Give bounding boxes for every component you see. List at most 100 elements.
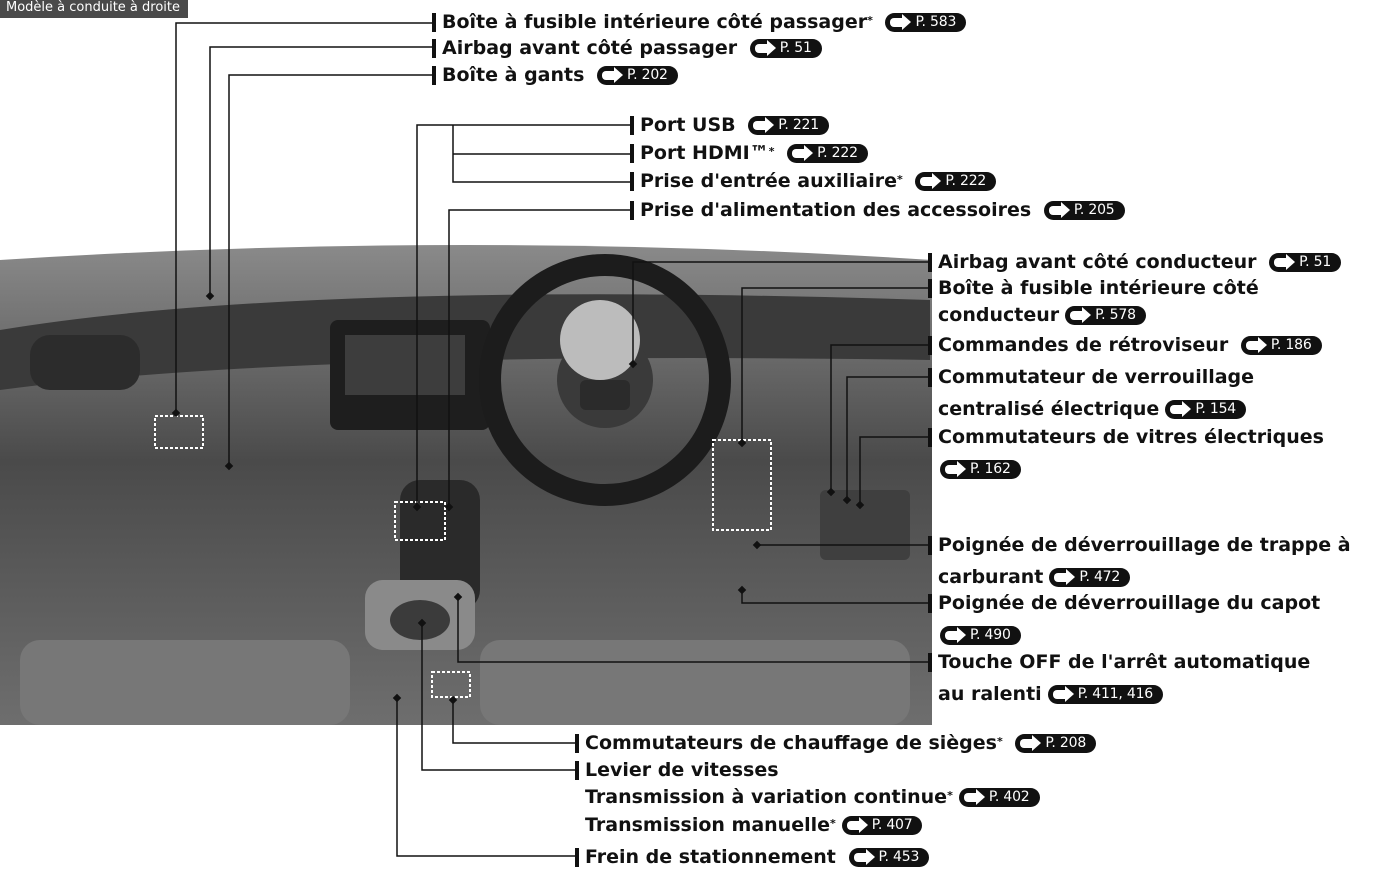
asterisk: * bbox=[830, 817, 836, 830]
page-ref-link[interactable]: P. 186 bbox=[1240, 336, 1322, 355]
page-ref-link[interactable]: P. 208 bbox=[1015, 734, 1097, 753]
page-ref-text: P. 578 bbox=[1095, 307, 1136, 323]
model-tag: Modèle à conduite à droite bbox=[0, 0, 189, 18]
label-text: Levier de vitesses bbox=[585, 759, 779, 781]
page-ref-text: P. 402 bbox=[988, 789, 1030, 805]
arrow-right-icon bbox=[1020, 735, 1042, 751]
label-accessory: Prise d'alimentation des accessoires P. … bbox=[630, 199, 1125, 222]
asterisk: * bbox=[867, 14, 873, 27]
page-ref-text: P. 222 bbox=[945, 173, 987, 189]
label-text-line2: centralisé électrique P. 154 bbox=[938, 398, 1246, 421]
page-ref-link[interactable]: P. 222 bbox=[915, 172, 997, 191]
arrow-right-icon bbox=[890, 14, 912, 30]
page-ref-text: P. 186 bbox=[1270, 337, 1312, 353]
label-text: Commutateur de verrouillage bbox=[938, 366, 1255, 388]
page-ref-text: P. 411, 416 bbox=[1077, 686, 1154, 702]
page-ref-link[interactable]: P. 51 bbox=[1269, 253, 1342, 272]
page-ref-link[interactable]: P. 583 bbox=[885, 13, 967, 32]
label-bar bbox=[432, 13, 436, 32]
arrow-right-icon bbox=[846, 817, 868, 833]
label-fuse-driver: Boîte à fusible intérieure côté conducte… bbox=[928, 277, 1259, 333]
arrow-right-icon bbox=[753, 117, 775, 133]
label-text: Port HDMI™ bbox=[640, 142, 769, 164]
page-ref-text: P. 208 bbox=[1045, 735, 1087, 751]
dashboard-photo bbox=[0, 245, 932, 725]
label-bar bbox=[928, 653, 932, 672]
page-ref-link[interactable]: P. 490 bbox=[940, 626, 1021, 645]
label-bar bbox=[630, 144, 634, 163]
label-text-line2: carburant P. 472 bbox=[938, 566, 1131, 589]
label-fuel-door: Poignée de déverrouillage de trappe à ca… bbox=[928, 534, 1351, 590]
label-text: Boîte à fusible intérieure côté bbox=[938, 277, 1259, 299]
label-text: Transmission à variation continue bbox=[585, 786, 948, 808]
label-text-line2: P. 490 bbox=[934, 624, 1021, 647]
label-bar bbox=[630, 201, 634, 220]
label-text: Poignée de déverrouillage du capot bbox=[938, 592, 1321, 614]
label-text-line2: Transmission à variation continue*P. 402 bbox=[585, 786, 1040, 809]
label-text: Boîte à fusible intérieure côté passager bbox=[442, 11, 868, 33]
page-ref-link[interactable]: P. 222 bbox=[787, 144, 868, 163]
page-ref-link[interactable]: P. 402 bbox=[958, 788, 1040, 807]
arrow-right-icon bbox=[602, 67, 624, 83]
page-ref-link[interactable]: P. 472 bbox=[1049, 568, 1131, 587]
label-text: centralisé électrique bbox=[938, 398, 1160, 420]
label-glovebox: Boîte à gants P. 202 bbox=[432, 64, 678, 87]
label-bar bbox=[630, 172, 634, 191]
asterisk: * bbox=[768, 145, 775, 158]
label-airbag-driver: Airbag avant côté conducteur P. 51 bbox=[928, 251, 1342, 274]
page-ref-text: P. 154 bbox=[1195, 401, 1236, 417]
label-text: Airbag avant côté passager bbox=[442, 37, 738, 59]
page-ref-link[interactable]: P. 411, 416 bbox=[1047, 685, 1163, 704]
asterisk: * bbox=[897, 173, 903, 186]
label-text: Commandes de rétroviseur bbox=[938, 334, 1229, 356]
arrow-right-icon bbox=[963, 789, 985, 805]
page-ref-link[interactable]: P. 205 bbox=[1043, 201, 1125, 220]
arrow-right-icon bbox=[1054, 569, 1076, 585]
label-bar bbox=[575, 848, 579, 867]
label-seat-heater: Commutateurs de chauffage de sièges* P. … bbox=[575, 732, 1097, 755]
page-ref-link[interactable]: P. 407 bbox=[841, 816, 923, 835]
page-ref-text: P. 407 bbox=[871, 817, 913, 833]
label-text-line2: P. 162 bbox=[934, 458, 1021, 481]
page-ref-text: P. 453 bbox=[878, 849, 920, 865]
label-text: Port USB bbox=[640, 114, 736, 136]
page-ref-link[interactable]: P. 453 bbox=[848, 848, 930, 867]
label-bar bbox=[432, 39, 436, 58]
label-text: Commutateurs de vitres électriques bbox=[938, 426, 1324, 448]
label-text: Prise d'alimentation des accessoires bbox=[640, 199, 1032, 221]
page-ref-text: P. 222 bbox=[817, 145, 858, 161]
page-ref-text: P. 162 bbox=[970, 461, 1011, 477]
page-ref-link[interactable]: P. 202 bbox=[597, 66, 678, 85]
label-text: Prise d'entrée auxiliaire bbox=[640, 170, 898, 192]
label-central-lock: Commutateur de verrouillage centralisé é… bbox=[928, 366, 1254, 422]
label-bar bbox=[575, 734, 579, 753]
arrow-right-icon bbox=[1048, 202, 1070, 218]
label-text: Poignée de déverrouillage de trappe à bbox=[938, 534, 1351, 556]
label-airbag-passenger: Airbag avant côté passager P. 51 bbox=[432, 37, 822, 60]
label-hood: Poignée de déverrouillage du capot P. 49… bbox=[928, 592, 1320, 648]
arrow-right-icon bbox=[1170, 401, 1192, 417]
label-bar bbox=[575, 761, 579, 780]
page-ref-link[interactable]: P. 221 bbox=[748, 116, 829, 135]
label-text: carburant bbox=[938, 566, 1044, 588]
label-usb: Port USB P. 221 bbox=[630, 114, 829, 137]
page-ref-text: P. 202 bbox=[627, 67, 668, 83]
arrow-right-icon bbox=[792, 145, 814, 161]
arrow-right-icon bbox=[920, 173, 942, 189]
page-ref-link[interactable]: P. 578 bbox=[1065, 306, 1146, 325]
label-fuse-passenger: Boîte à fusible intérieure côté passager… bbox=[432, 11, 967, 34]
arrow-right-icon bbox=[1245, 337, 1267, 353]
page-ref-text: P. 583 bbox=[915, 14, 957, 30]
page-ref-text: P. 221 bbox=[778, 117, 819, 133]
label-text-line3: Transmission manuelle*P. 407 bbox=[585, 814, 923, 837]
page-ref-link[interactable]: P. 51 bbox=[749, 39, 822, 58]
label-bar bbox=[928, 279, 932, 298]
page-ref-link[interactable]: P. 154 bbox=[1165, 400, 1246, 419]
label-aux: Prise d'entrée auxiliaire* P. 222 bbox=[630, 170, 997, 193]
page-ref-text: P. 205 bbox=[1073, 202, 1115, 218]
label-bar bbox=[928, 253, 932, 272]
arrow-right-icon bbox=[1070, 307, 1092, 323]
page-ref-link[interactable]: P. 162 bbox=[940, 460, 1021, 479]
